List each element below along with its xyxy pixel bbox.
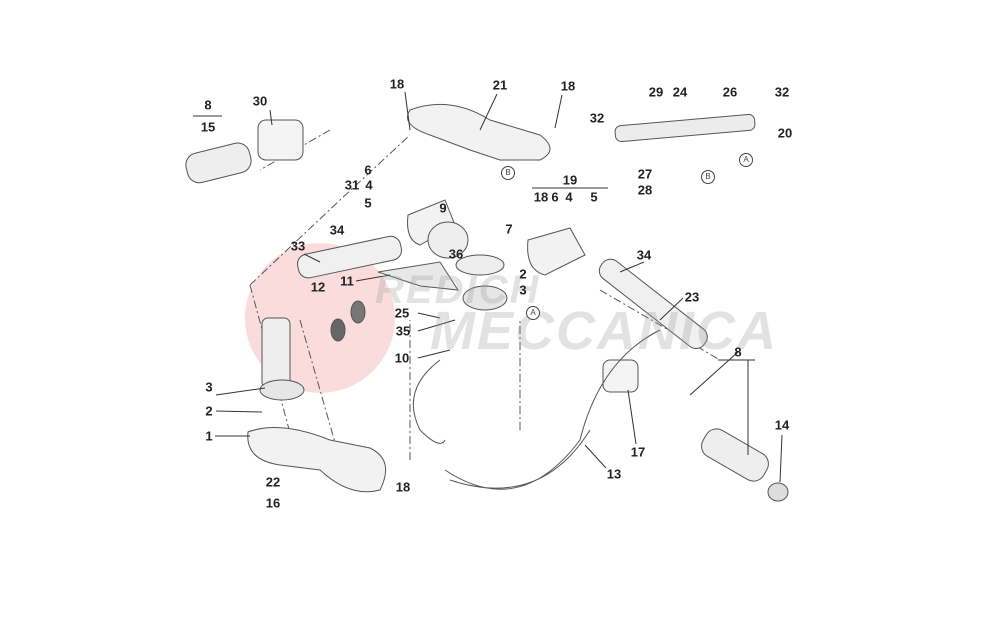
callout-2: 2 [205, 403, 213, 419]
ring-nut-2 [455, 254, 505, 276]
steering-damper [614, 113, 756, 143]
callout-20: 20 [777, 125, 793, 141]
callout-24: 24 [672, 84, 688, 100]
callout-27: 27 [637, 166, 653, 182]
callout-5: 5 [364, 195, 372, 211]
callout-19: 19 [562, 172, 578, 188]
callout-4: 4 [365, 177, 373, 193]
callout-31: 31 [344, 177, 360, 193]
callout-26: 26 [722, 84, 738, 100]
callout-3: 3 [519, 282, 527, 298]
callout-8: 8 [204, 97, 212, 113]
watermark-line1: REDICH [375, 268, 541, 312]
callout-6: 6 [551, 189, 559, 205]
callout-3: 3 [205, 379, 213, 395]
left-grip [185, 142, 252, 184]
bearing-3 [462, 285, 508, 311]
steering-stem [261, 317, 291, 389]
assembly-guide-lines [249, 129, 721, 471]
callout-32: 32 [589, 110, 605, 126]
key-2 [350, 300, 366, 324]
cap-9 [427, 221, 469, 259]
callout-25: 25 [394, 305, 410, 321]
reference-mark-a: A [526, 306, 540, 320]
callout-12: 12 [310, 279, 326, 295]
right-clip-on [527, 227, 586, 276]
callout-18: 18 [395, 479, 411, 495]
callout-34: 34 [636, 247, 652, 263]
right-grip [701, 428, 769, 482]
callout-28: 28 [637, 182, 653, 198]
tube-23 [598, 258, 708, 350]
leader-lines [215, 91, 783, 483]
reference-mark-b: B [501, 166, 515, 180]
callout-9: 9 [439, 200, 447, 216]
callout-32: 32 [774, 84, 790, 100]
callout-2: 2 [519, 266, 527, 282]
callout-35: 35 [395, 323, 411, 339]
upper-triple-clamp [407, 103, 551, 161]
callout-17: 17 [630, 444, 646, 460]
callout-4: 4 [565, 189, 573, 205]
callout-18: 18 [389, 76, 405, 92]
callout-8: 8 [734, 344, 742, 360]
bracket-11 [377, 261, 459, 291]
bar-end-14 [767, 482, 789, 502]
callout-29: 29 [648, 84, 664, 100]
callout-7: 7 [505, 221, 513, 237]
tube-33 [297, 235, 402, 279]
callout-22: 22 [265, 474, 281, 490]
watermark-line2: MECCANICA [430, 301, 778, 361]
callout-15: 15 [200, 119, 216, 135]
left-switch [257, 119, 304, 161]
callout-30: 30 [252, 93, 268, 109]
callout-16: 16 [265, 495, 281, 511]
lower-triple-clamp [247, 427, 387, 493]
reference-mark-a: A [739, 153, 753, 167]
callout-14: 14 [774, 417, 790, 433]
callout-36: 36 [448, 246, 464, 262]
right-switch [602, 359, 639, 393]
callout-18: 18 [560, 78, 576, 94]
callout-11: 11 [340, 273, 354, 289]
callout-23: 23 [684, 289, 700, 305]
callout-6: 6 [364, 162, 372, 178]
callout-34: 34 [329, 222, 345, 238]
callout-13: 13 [606, 466, 622, 482]
reference-mark-b: B [701, 170, 715, 184]
wiring-10 [412, 359, 446, 444]
callout-18: 18 [533, 189, 549, 205]
callout-33: 33 [290, 238, 306, 254]
key-1 [330, 318, 346, 342]
callout-5: 5 [590, 189, 598, 205]
callout-10: 10 [394, 350, 410, 366]
callout-1: 1 [205, 428, 213, 444]
callout-21: 21 [492, 77, 508, 93]
bearing-lower [259, 379, 305, 401]
throttle-cables-13 [444, 329, 661, 490]
